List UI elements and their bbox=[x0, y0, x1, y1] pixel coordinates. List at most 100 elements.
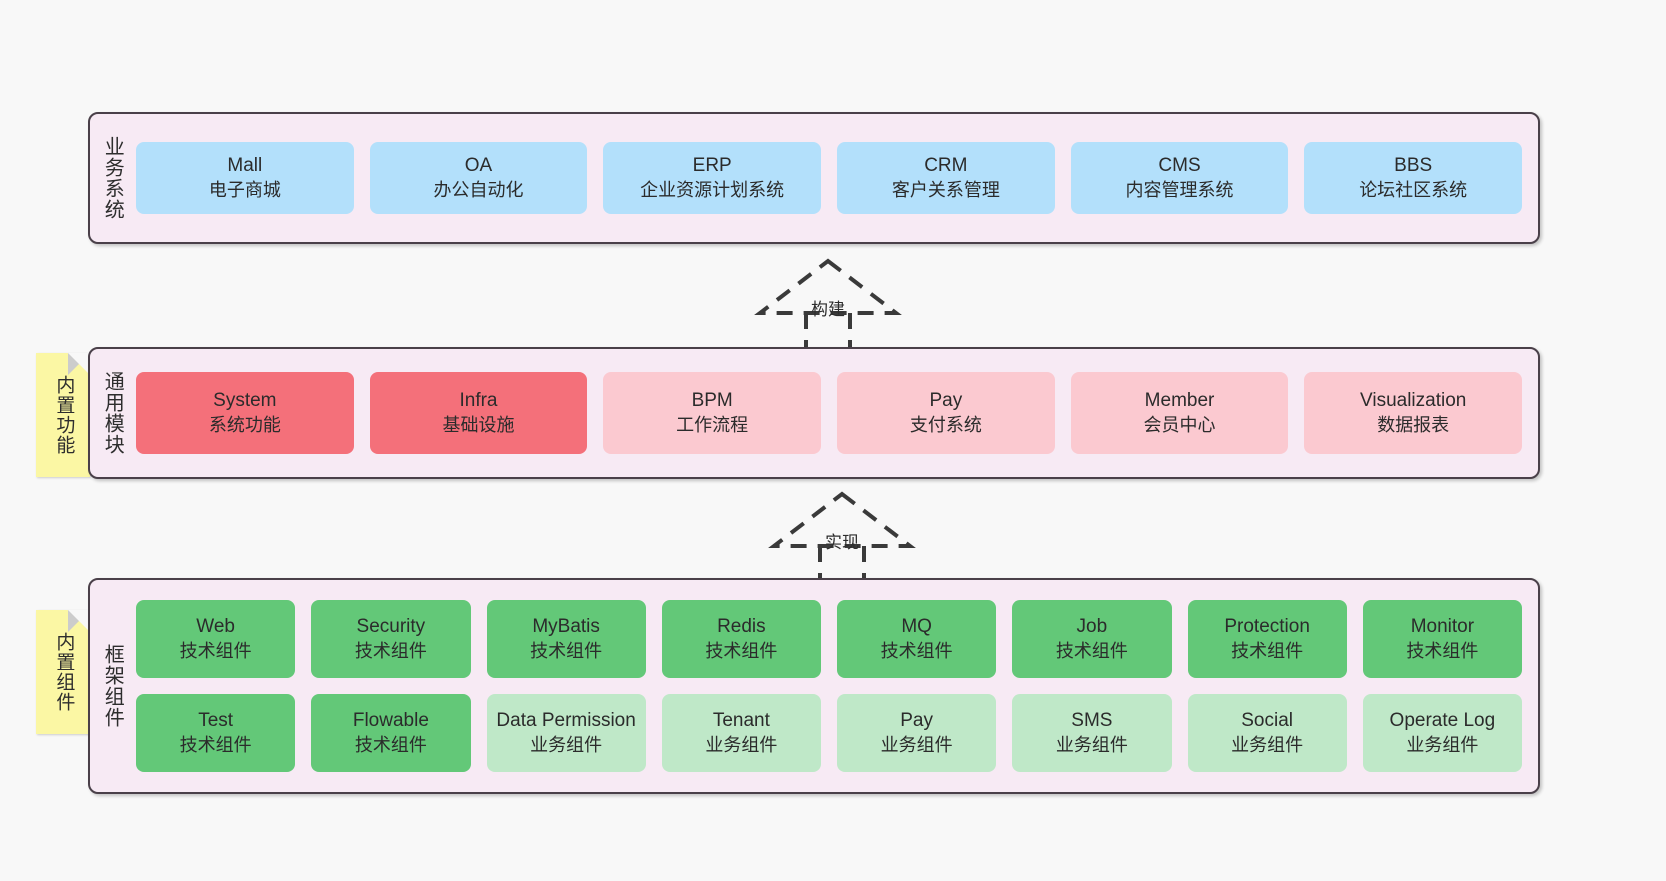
modules-node-row: System 系统功能 Infra 基础设施 BPM 工作流程 Pay 支付系统… bbox=[136, 372, 1523, 454]
framework-tech-row: Web 技术组件 Security 技术组件 MyBatis 技术组件 Redi… bbox=[136, 600, 1522, 678]
node-title: Flowable bbox=[352, 710, 429, 732]
node-title: OA bbox=[464, 155, 493, 177]
node-security[interactable]: Security 技术组件 bbox=[311, 600, 471, 678]
sticky-note-label: 内置功能 bbox=[53, 375, 75, 455]
node-subtitle: 客户关系管理 bbox=[891, 179, 1000, 200]
node-visualization[interactable]: Visualization 数据报表 bbox=[1304, 372, 1523, 454]
node-subtitle: 业务组件 bbox=[880, 734, 953, 755]
node-web[interactable]: Web 技术组件 bbox=[136, 600, 296, 678]
node-monitor[interactable]: Monitor 技术组件 bbox=[1362, 600, 1522, 678]
node-subtitle: 技术组件 bbox=[179, 734, 252, 755]
node-title: Test bbox=[198, 710, 234, 732]
layer-modules-title: 通用模块 bbox=[101, 371, 124, 455]
node-data-permission[interactable]: Data Permission 业务组件 bbox=[486, 694, 646, 772]
layer-business-systems: 业务系统 Mall 电子商城 OA 办公自动化 ERP 企业资源计划系统 CRM bbox=[88, 112, 1540, 244]
node-flowable[interactable]: Flowable 技术组件 bbox=[311, 694, 471, 772]
node-cms[interactable]: CMS 内容管理系统 bbox=[1070, 142, 1289, 214]
node-tenant[interactable]: Tenant 业务组件 bbox=[661, 694, 821, 772]
node-title: Infra bbox=[459, 390, 498, 412]
node-test[interactable]: Test 技术组件 bbox=[136, 694, 296, 772]
framework-business-row: Test 技术组件 Flowable 技术组件 Data Permission … bbox=[136, 694, 1522, 772]
node-title: Pay bbox=[929, 390, 963, 412]
node-pay-module[interactable]: Pay 支付系统 bbox=[837, 372, 1055, 454]
sticky-note-builtin-features: 内置功能 bbox=[36, 353, 90, 477]
layer-business-title: 业务系统 bbox=[101, 136, 124, 220]
node-job[interactable]: Job 技术组件 bbox=[1012, 600, 1172, 678]
node-pay-component[interactable]: Pay 业务组件 bbox=[837, 694, 997, 772]
business-node-row: Mall 电子商城 OA 办公自动化 ERP 企业资源计划系统 CRM 客户关系… bbox=[136, 142, 1523, 214]
sticky-fold-mask-icon bbox=[68, 610, 90, 632]
sticky-fold-mask-icon bbox=[68, 353, 90, 375]
node-subtitle: 系统功能 bbox=[208, 414, 281, 435]
node-member[interactable]: Member 会员中心 bbox=[1070, 372, 1289, 454]
node-subtitle: 支付系统 bbox=[909, 414, 982, 435]
node-crm[interactable]: CRM 客户关系管理 bbox=[837, 142, 1055, 214]
node-subtitle: 技术组件 bbox=[179, 640, 252, 661]
layer-common-modules: 通用模块 System 系统功能 Infra 基础设施 BPM 工作流程 Pay bbox=[88, 347, 1540, 479]
node-subtitle: 基础设施 bbox=[442, 414, 515, 435]
node-title: Pay bbox=[900, 710, 933, 732]
sticky-note-label: 内置组件 bbox=[53, 632, 75, 712]
node-bpm[interactable]: BPM 工作流程 bbox=[603, 372, 822, 454]
node-system[interactable]: System 系统功能 bbox=[136, 372, 354, 454]
layer-framework-title: 框架组件 bbox=[101, 644, 124, 728]
node-mybatis[interactable]: MyBatis 技术组件 bbox=[486, 600, 646, 678]
node-subtitle: 技术组件 bbox=[1231, 640, 1304, 661]
node-subtitle: 业务组件 bbox=[530, 734, 603, 755]
layer-modules-body: System 系统功能 Infra 基础设施 BPM 工作流程 Pay 支付系统… bbox=[134, 349, 1538, 477]
node-title: Redis bbox=[717, 616, 766, 638]
node-mq[interactable]: MQ 技术组件 bbox=[837, 600, 997, 678]
node-title: Tenant bbox=[712, 710, 770, 732]
node-redis[interactable]: Redis 技术组件 bbox=[661, 600, 821, 678]
node-subtitle: 电子商城 bbox=[208, 179, 281, 200]
node-title: BBS bbox=[1394, 155, 1433, 177]
node-subtitle: 技术组件 bbox=[530, 640, 603, 661]
node-title: Data Permission bbox=[496, 710, 636, 732]
node-subtitle: 业务组件 bbox=[1231, 734, 1304, 755]
connector-realize: 实现 bbox=[752, 488, 932, 588]
node-title: MQ bbox=[901, 616, 932, 638]
node-erp[interactable]: ERP 企业资源计划系统 bbox=[603, 142, 822, 214]
node-title: CRM bbox=[924, 155, 968, 177]
node-subtitle: 技术组件 bbox=[354, 734, 427, 755]
node-subtitle: 技术组件 bbox=[880, 640, 953, 661]
node-subtitle: 业务组件 bbox=[705, 734, 778, 755]
connector-build: 构建 bbox=[738, 255, 918, 355]
node-title: BPM bbox=[691, 390, 733, 412]
node-subtitle: 业务组件 bbox=[1406, 734, 1479, 755]
node-subtitle: 工作流程 bbox=[676, 414, 749, 435]
connector-build-label: 构建 bbox=[811, 300, 845, 319]
node-subtitle: 论坛社区系统 bbox=[1359, 179, 1468, 200]
node-title: MyBatis bbox=[532, 616, 600, 638]
node-title: CMS bbox=[1158, 155, 1201, 177]
node-infra[interactable]: Infra 基础设施 bbox=[369, 372, 588, 454]
node-title: Mall bbox=[227, 155, 263, 177]
node-subtitle: 内容管理系统 bbox=[1125, 179, 1234, 200]
node-title: Web bbox=[196, 616, 235, 638]
node-subtitle: 企业资源计划系统 bbox=[640, 179, 785, 200]
layer-framework-body: Web 技术组件 Security 技术组件 MyBatis 技术组件 Redi… bbox=[134, 580, 1538, 792]
node-title: Protection bbox=[1224, 616, 1310, 638]
node-bbs[interactable]: BBS 论坛社区系统 bbox=[1304, 142, 1523, 214]
node-subtitle: 会员中心 bbox=[1143, 414, 1216, 435]
node-title: Job bbox=[1076, 616, 1108, 638]
sticky-note-builtin-components: 内置组件 bbox=[36, 610, 90, 734]
node-title: Operate Log bbox=[1389, 710, 1496, 732]
node-social[interactable]: Social 业务组件 bbox=[1187, 694, 1347, 772]
node-subtitle: 技术组件 bbox=[354, 640, 427, 661]
node-oa[interactable]: OA 办公自动化 bbox=[369, 142, 588, 214]
node-operate-log[interactable]: Operate Log 业务组件 bbox=[1362, 694, 1522, 772]
node-title: ERP bbox=[692, 155, 732, 177]
node-subtitle: 技术组件 bbox=[1406, 640, 1479, 661]
node-sms[interactable]: SMS 业务组件 bbox=[1012, 694, 1172, 772]
node-protection[interactable]: Protection 技术组件 bbox=[1187, 600, 1347, 678]
node-title: SMS bbox=[1071, 710, 1113, 732]
node-title: System bbox=[213, 390, 277, 412]
node-title: Visualization bbox=[1360, 390, 1467, 412]
node-subtitle: 办公自动化 bbox=[433, 179, 524, 200]
layer-business-body: Mall 电子商城 OA 办公自动化 ERP 企业资源计划系统 CRM 客户关系… bbox=[134, 114, 1538, 242]
node-subtitle: 技术组件 bbox=[705, 640, 778, 661]
node-title: Monitor bbox=[1410, 616, 1475, 638]
node-mall[interactable]: Mall 电子商城 bbox=[136, 142, 354, 214]
